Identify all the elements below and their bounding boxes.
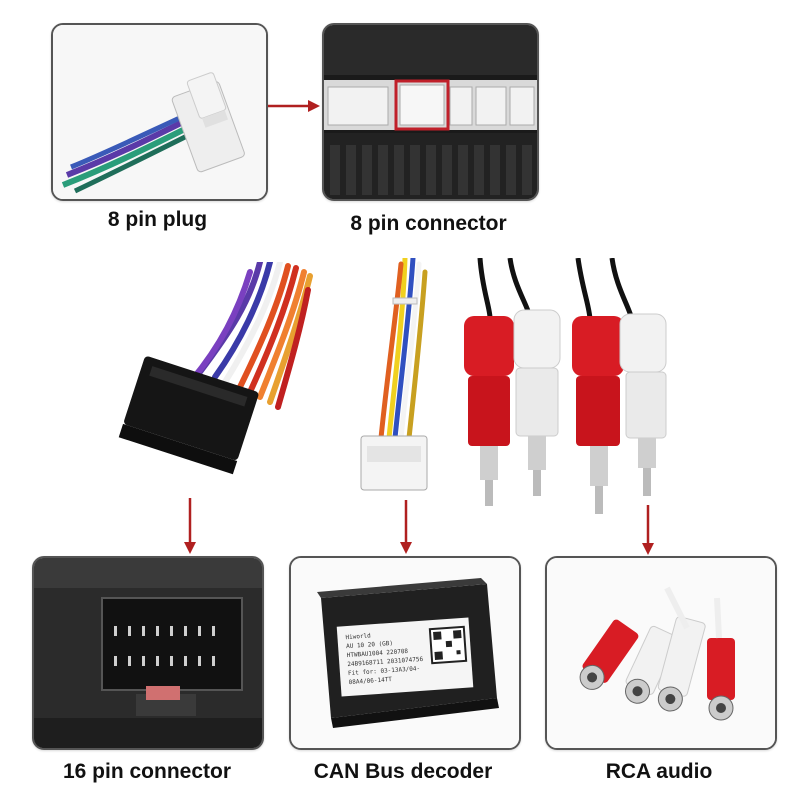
arrow-down-canbus <box>400 500 412 554</box>
canbus-caption: CAN Bus decoder <box>313 760 493 783</box>
rca-panel <box>545 556 777 750</box>
conn8-caption: 8 pin connector <box>350 212 507 235</box>
conn16-image <box>34 558 262 748</box>
rca-cables-image <box>464 258 667 514</box>
conn8-image <box>324 25 537 199</box>
plug8-caption: 8 pin plug <box>107 208 208 231</box>
decoder-label: Hiworld AU 10 20 (GB) HTWBAU1004 220708 … <box>345 627 439 687</box>
arrow-down-rca <box>642 505 654 555</box>
canbus-panel: Hiworld AU 10 20 (GB) HTWBAU1004 220708 … <box>289 556 521 750</box>
plug8-image <box>53 25 266 199</box>
conn16-caption: 16 pin connector <box>62 760 232 783</box>
rca-caption: RCA audio <box>605 760 713 783</box>
harness16-image <box>118 262 313 475</box>
arrow-down-16pin <box>184 498 196 554</box>
conn8-panel <box>322 23 539 201</box>
canbus-cable-image <box>360 258 428 491</box>
arrow-right <box>268 100 320 112</box>
plug8-panel <box>51 23 268 201</box>
rca-image <box>547 558 775 748</box>
conn16-panel <box>32 556 264 750</box>
canbus-image <box>291 558 519 748</box>
